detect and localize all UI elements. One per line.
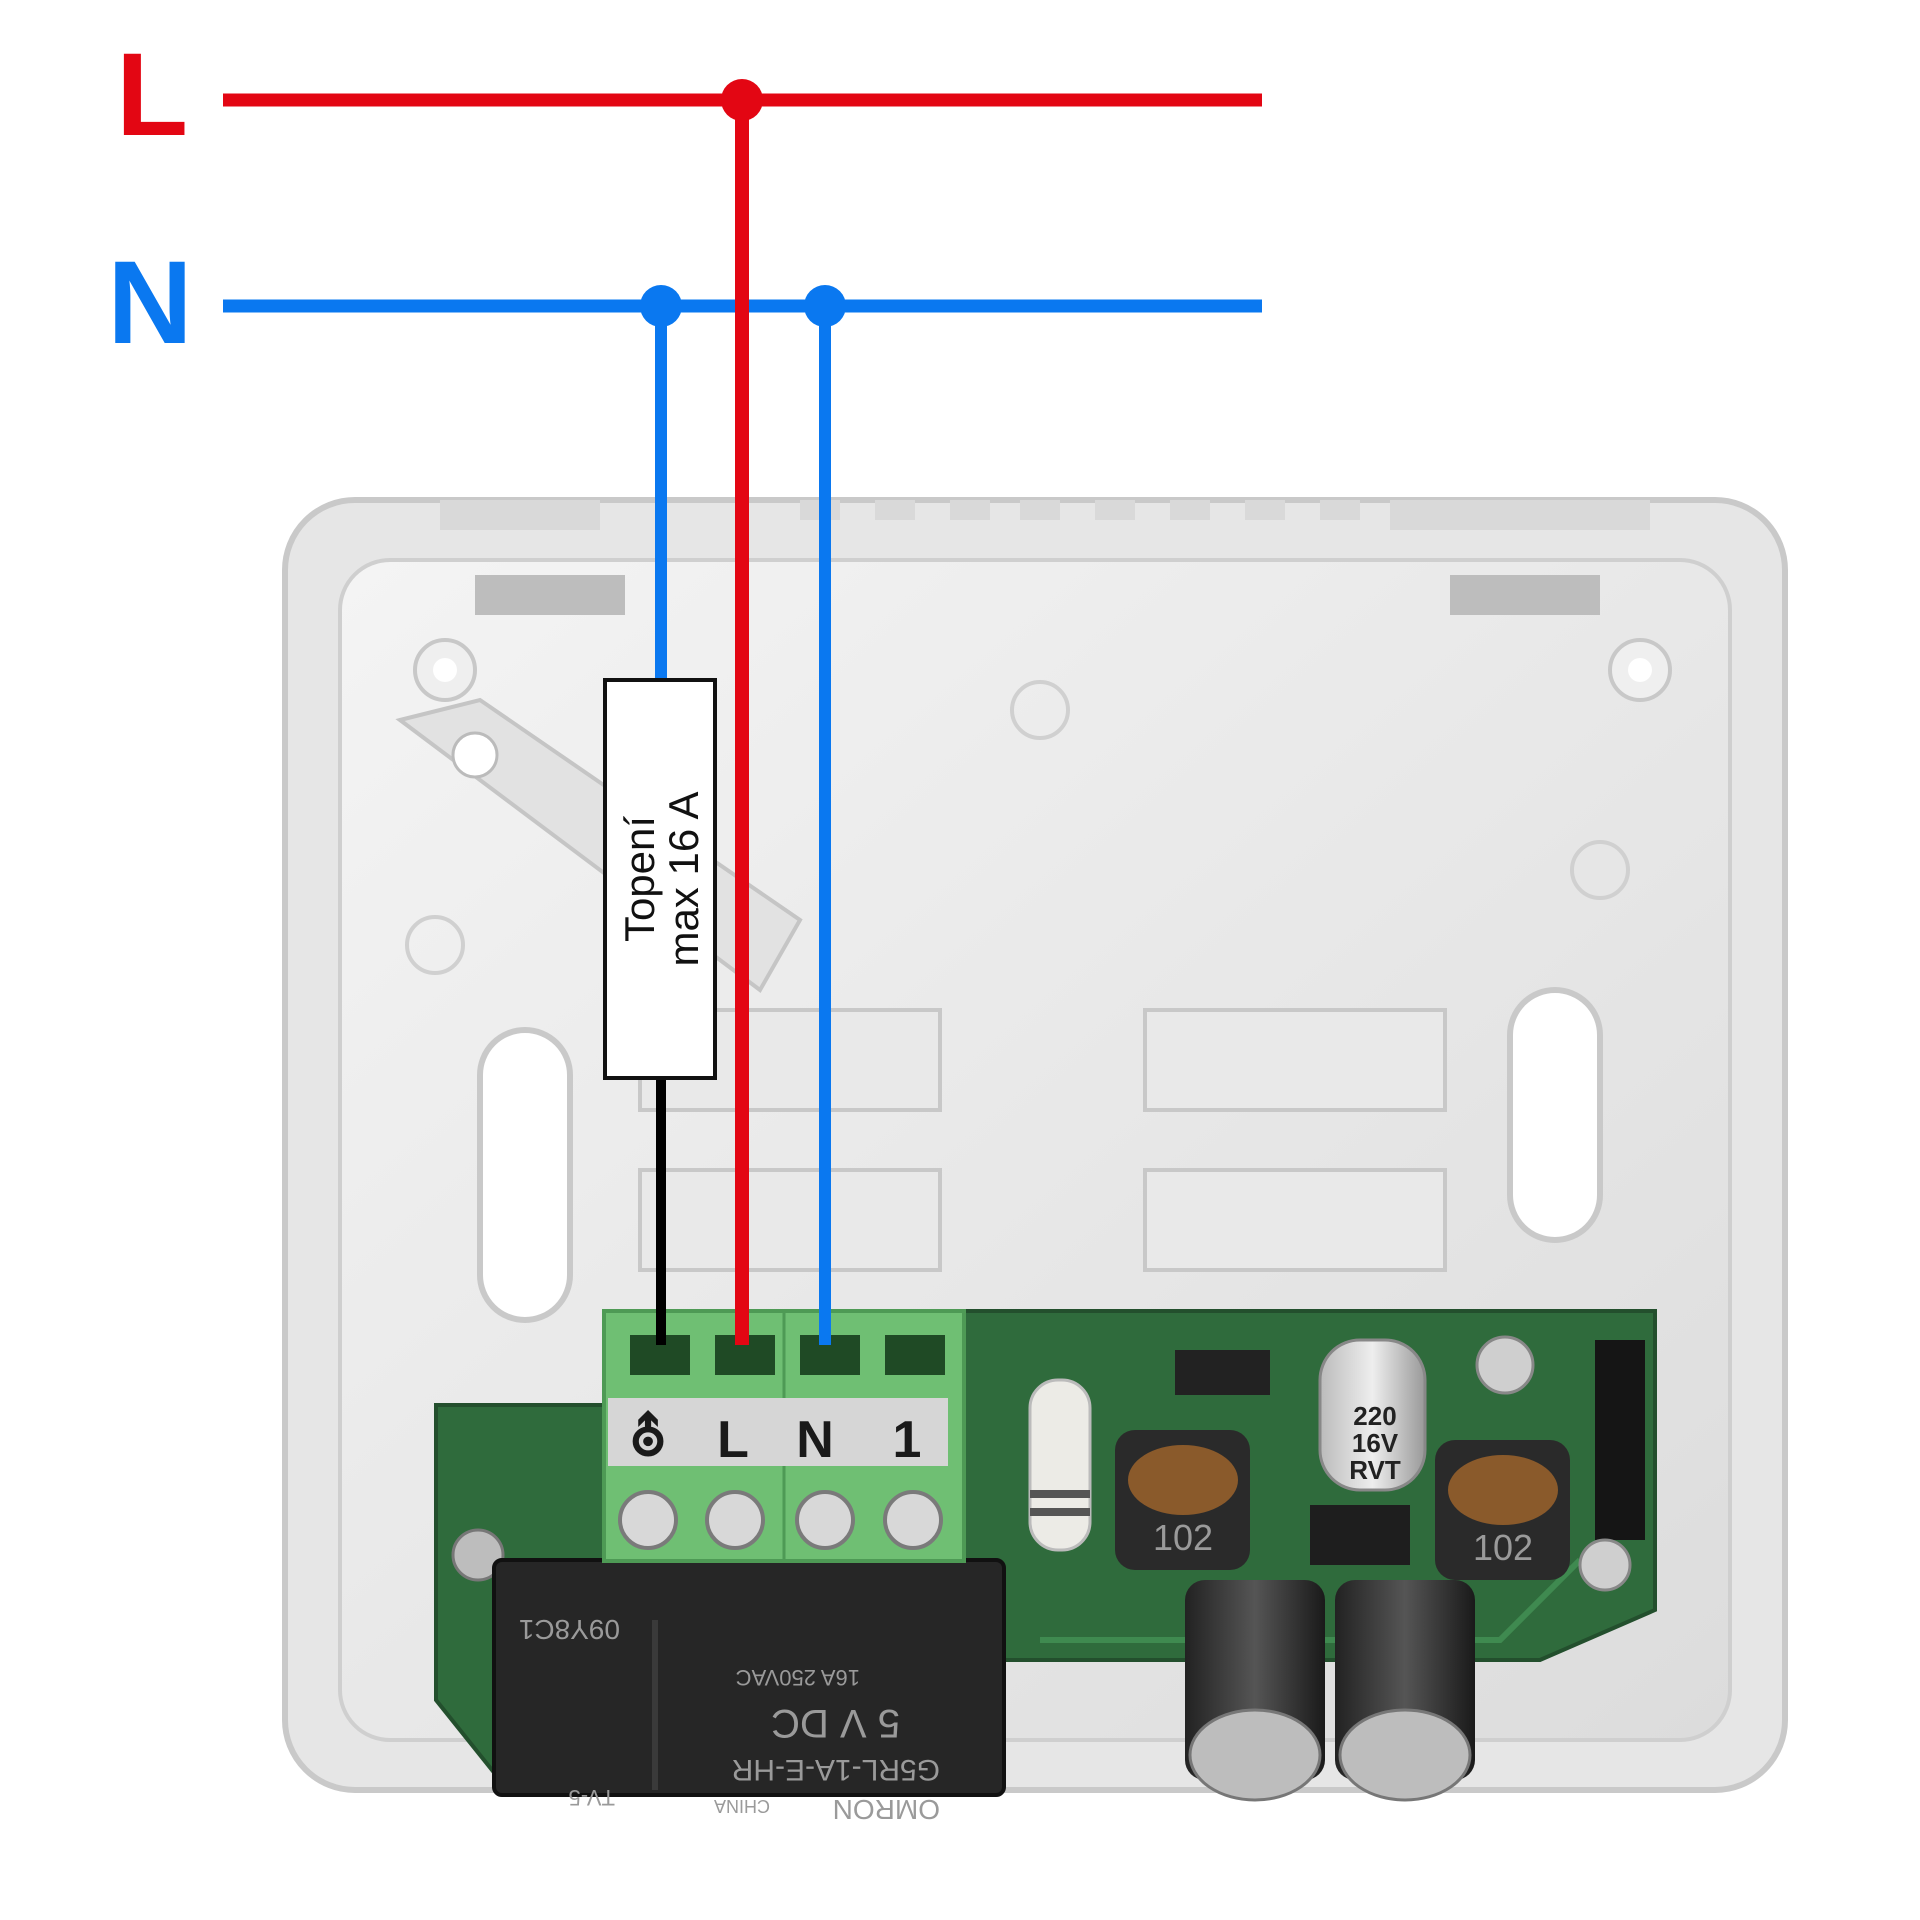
terminal-label: 1: [893, 1411, 922, 1469]
terminal-1[interactable]: 1: [883, 1411, 943, 1550]
smd-capacitor: 220 16V RVT: [1318, 1338, 1427, 1492]
relay-brand: OMRON: [833, 1794, 940, 1825]
terminal-L[interactable]: L: [705, 1411, 765, 1550]
relay-cert: TV-5: [569, 1785, 615, 1810]
relay-origin: CHINA: [714, 1796, 770, 1816]
terminal-label: N: [796, 1411, 834, 1469]
relay-rating: 16A 250VAC: [736, 1665, 860, 1690]
neutral-label: N: [107, 237, 192, 369]
neutral-junction-dot: [804, 285, 846, 327]
wiring: [223, 79, 1262, 1345]
terminal-block: ⛢ L N 1: [602, 1309, 966, 1563]
load-max-current: max 16 A: [660, 791, 707, 966]
heating-load-box: Topení max 16 A: [603, 678, 717, 1080]
connector-header: [1595, 1340, 1645, 1540]
capacitor-series: RVT: [1349, 1455, 1401, 1485]
screw-icon: [451, 1528, 505, 1582]
smd-chip: [1310, 1505, 1410, 1565]
electrolytic-capacitor: [1185, 1580, 1325, 1802]
screw-icon: [1475, 1335, 1535, 1395]
electrolytic-capacitor: [1335, 1580, 1475, 1802]
terminal-heating[interactable]: ⛢: [618, 1409, 678, 1550]
live-label: L: [116, 29, 188, 161]
heating-symbol-icon: ⛢: [629, 1409, 667, 1467]
terminal-N[interactable]: N: [795, 1411, 855, 1550]
inductor-label: 102: [1473, 1527, 1533, 1568]
live-junction-dot: [721, 79, 763, 121]
inductor: 102: [1435, 1440, 1570, 1580]
capacitor-voltage: 16V: [1352, 1428, 1399, 1458]
terminal-label: L: [717, 1411, 749, 1469]
inductor: 102: [1115, 1430, 1250, 1570]
capacitor-value: 220: [1353, 1401, 1396, 1431]
relay-code: 09Y8C1: [519, 1614, 620, 1645]
load-name: Topení: [616, 816, 663, 942]
screw-icon: [1578, 1538, 1632, 1592]
neutral-junction-dot: [640, 285, 682, 327]
relay-model: G5RL-1A-E-HR: [732, 1753, 940, 1786]
inductor-label: 102: [1153, 1517, 1213, 1558]
resistor: [1028, 1378, 1092, 1552]
relay-coil: 5 V DC: [771, 1701, 900, 1745]
relay: OMRON G5RL-1A-E-HR 5 V DC 16A 250VAC CHI…: [492, 1558, 1006, 1825]
